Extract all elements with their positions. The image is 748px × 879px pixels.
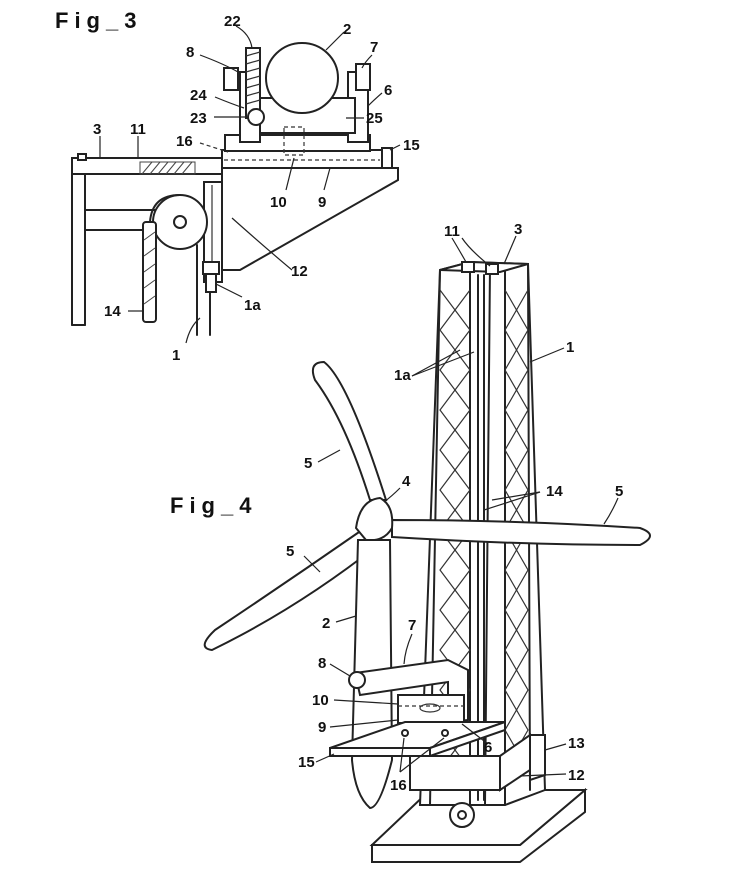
fig4-ref-5-top: 5 bbox=[304, 455, 312, 472]
fig4-ref-15: 15 bbox=[298, 754, 315, 771]
fig3-ref-11: 11 bbox=[130, 121, 146, 138]
fig4-leaders bbox=[303, 235, 619, 777]
fig4-ref-1a: 1a bbox=[394, 367, 411, 384]
fig4-ref-12: 12 bbox=[568, 767, 585, 784]
fig4-ref-1: 1 bbox=[566, 339, 574, 356]
fig4-ref-5-left: 5 bbox=[286, 543, 294, 560]
fig3-ref-14: 14 bbox=[104, 303, 121, 320]
fig4-ref-16: 16 bbox=[390, 777, 407, 794]
fig4-title: Fig_4 bbox=[170, 493, 257, 518]
fig4-drawing bbox=[203, 260, 651, 863]
fig4-ref-7: 7 bbox=[408, 617, 416, 634]
fig3-title: Fig_3 bbox=[55, 8, 142, 33]
fig3-drawing bbox=[71, 42, 399, 336]
fig3-ref-15: 15 bbox=[403, 137, 420, 154]
fig3-ref-10: 10 bbox=[270, 194, 287, 211]
fig4-ref-11: 11 bbox=[444, 223, 460, 240]
fig3-ref-24: 24 bbox=[190, 87, 207, 104]
fig3-ref-25: 25 bbox=[366, 110, 383, 127]
fig3-ref-6: 6 bbox=[384, 82, 392, 99]
fig4-ref-5-right: 5 bbox=[615, 483, 623, 500]
fig3-ref-1: 1 bbox=[172, 347, 180, 364]
fig3-leaders bbox=[99, 25, 401, 344]
fig3-ref-3: 3 bbox=[93, 121, 101, 138]
fig3-ref-1a: 1a bbox=[244, 297, 261, 314]
fig3-ref-9: 9 bbox=[318, 194, 326, 211]
fig3-ref-22: 22 bbox=[224, 13, 241, 30]
fig3-ref-8: 8 bbox=[186, 44, 194, 61]
fig3-ref-7: 7 bbox=[370, 39, 378, 56]
fig3-ref-16: 16 bbox=[176, 133, 193, 150]
fig4-ref-13: 13 bbox=[568, 735, 585, 752]
fig4-ref-8: 8 bbox=[318, 655, 326, 672]
fig3-ref-23: 23 bbox=[190, 110, 207, 127]
fig4-ref-2: 2 bbox=[322, 615, 330, 632]
fig4-ref-10: 10 bbox=[312, 692, 329, 709]
fig4-ref-3: 3 bbox=[514, 221, 522, 238]
fig3-ref-2: 2 bbox=[343, 21, 351, 38]
fig4-ref-9: 9 bbox=[318, 719, 326, 736]
fig4-ref-6: 6 bbox=[484, 739, 492, 756]
fig4-ref-4: 4 bbox=[402, 473, 411, 490]
fig4-ref-14: 14 bbox=[546, 483, 563, 500]
fig3-ref-12: 12 bbox=[291, 263, 308, 280]
